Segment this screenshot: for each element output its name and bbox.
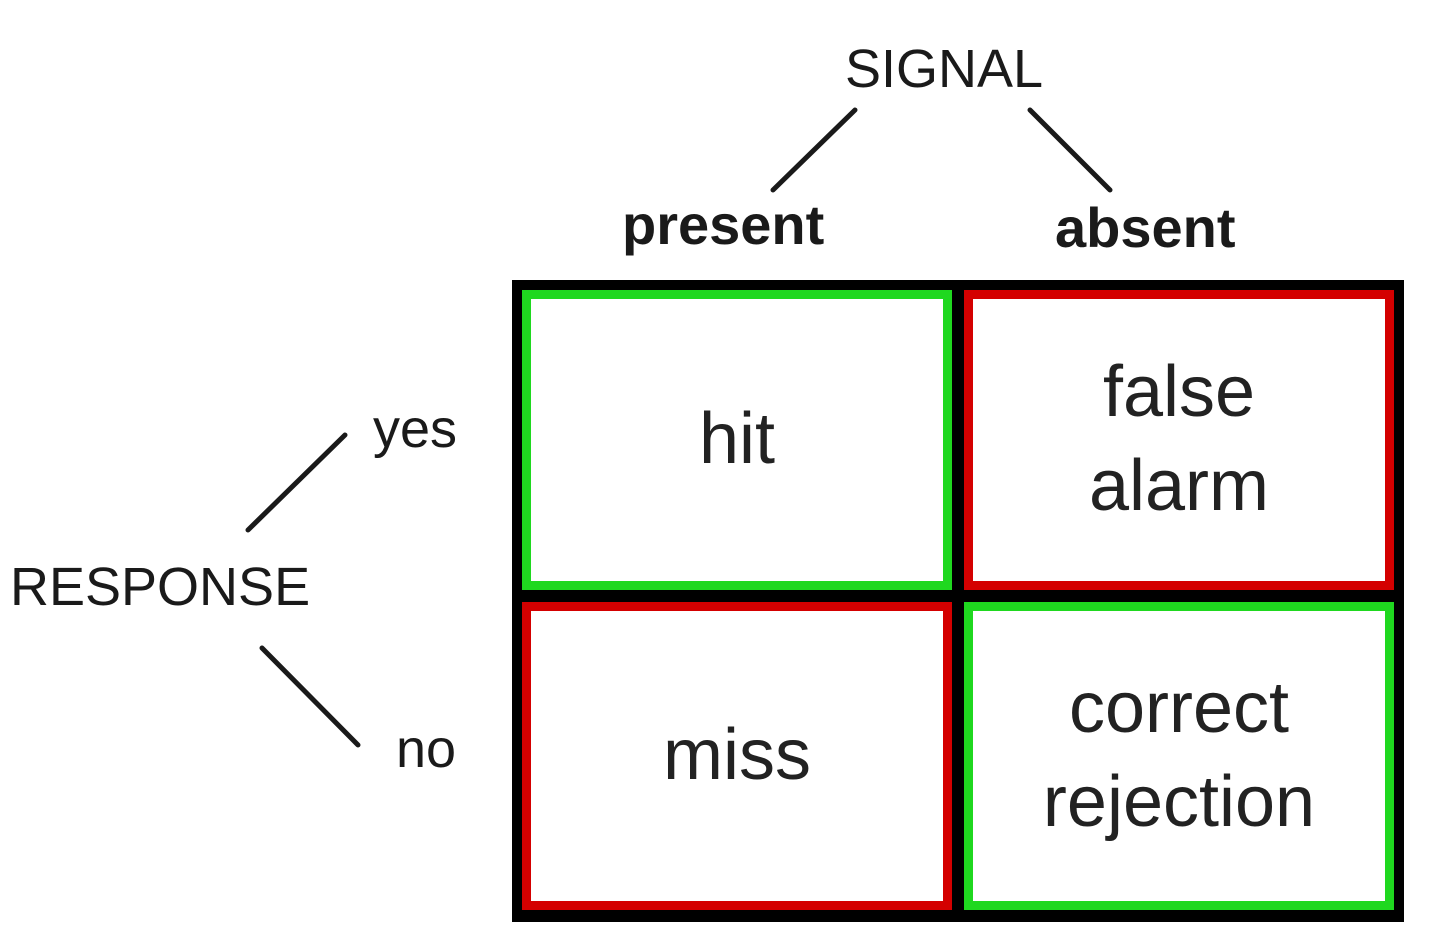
response-title: RESPONSE <box>10 557 311 617</box>
row-label-yes: yes <box>373 399 458 459</box>
cell-miss-label: miss <box>663 715 811 796</box>
cell-correct-rejection-label-line1: correct <box>1068 668 1290 749</box>
column-label-absent: absent <box>1055 196 1236 259</box>
cell-correct-rejection-label-line2: rejection <box>1042 762 1316 842</box>
cell-hit: hit <box>522 290 952 590</box>
connector-signal-present <box>770 107 858 193</box>
outcome-matrix: hit false alarm miss correct rejection <box>512 280 1404 922</box>
row-label-no: no <box>396 719 457 779</box>
cell-correct-rejection: correct rejection <box>964 602 1394 910</box>
cell-miss: miss <box>522 602 952 910</box>
signal-title: SIGNAL <box>845 39 1044 99</box>
cell-hit-label: hit <box>698 399 776 480</box>
connector-signal-absent <box>1027 107 1113 193</box>
cell-false-alarm-label-line1: false <box>1102 352 1256 433</box>
cell-false-alarm: false alarm <box>964 290 1394 590</box>
column-label-present: present <box>622 193 825 256</box>
cell-false-alarm-label-line2: alarm <box>1088 446 1270 526</box>
connector-response-yes <box>245 432 348 533</box>
connector-response-no <box>259 645 361 748</box>
